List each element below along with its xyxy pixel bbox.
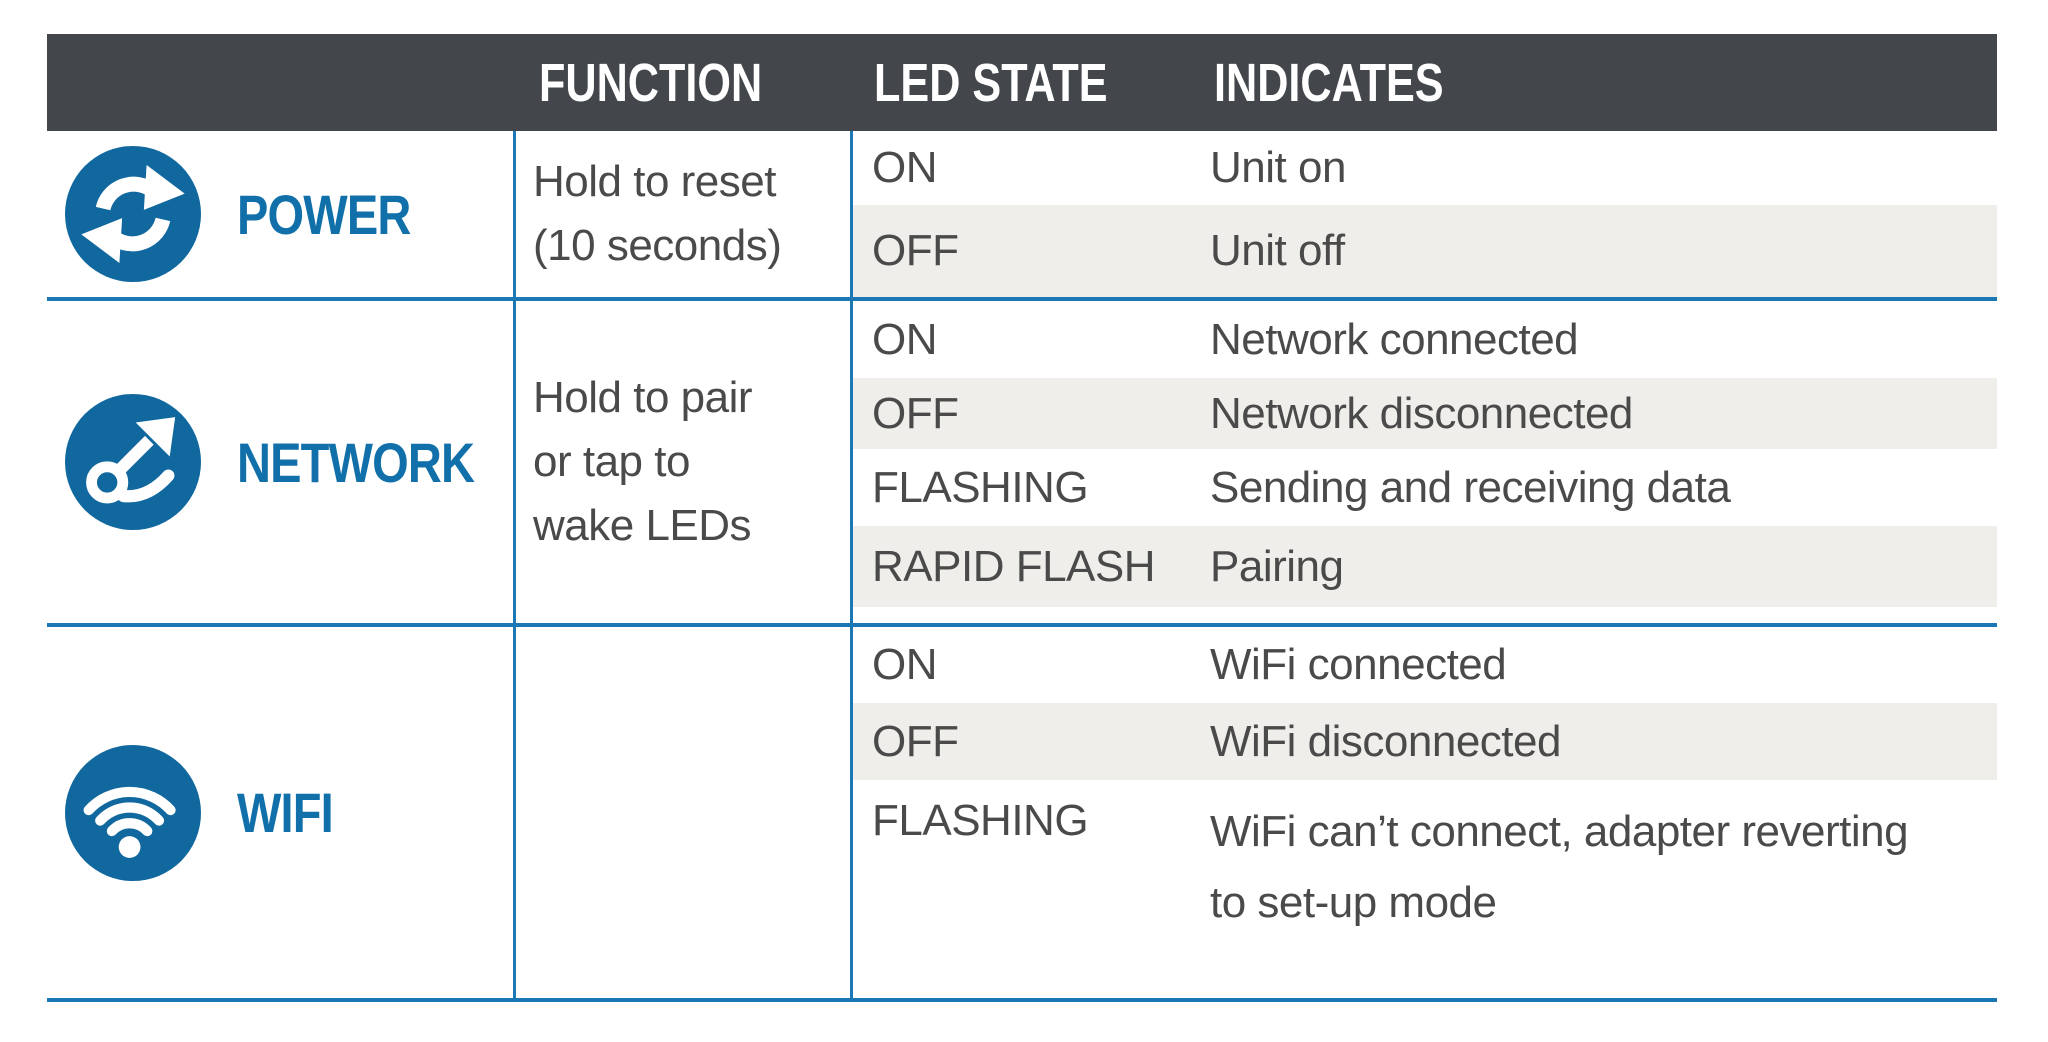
led-row: OFF Unit off: [852, 205, 1997, 297]
led-state-value: ON: [872, 143, 938, 192]
indicates-value: WiFi connected: [1210, 640, 1507, 690]
indicates-value: Sending and receiving data: [1210, 462, 1731, 512]
led-row: RAPID FLASH Pairing: [852, 526, 1997, 607]
wifi-icon: [65, 744, 201, 881]
led-row: OFF Network disconnected: [852, 378, 1997, 449]
network-cell: NETWORK: [47, 301, 515, 623]
indicates-value: Pairing: [1210, 541, 1344, 591]
column-header-function-label: FUNCTION: [539, 52, 763, 113]
section-wifi: WIFI ON WiFi connected OFF WiFi disconne…: [47, 627, 1997, 1002]
power-function-cell: Hold to reset (10 seconds): [533, 157, 782, 270]
power-cell: POWER: [47, 131, 515, 297]
network-function-cell: Hold to pair or tap to wake LEDs: [533, 373, 753, 550]
led-row: FLASHING Sending and receiving data: [852, 449, 1997, 526]
power-label: POWER: [237, 182, 411, 246]
led-state-value: ON: [872, 640, 938, 689]
led-state-value: OFF: [872, 716, 959, 766]
section-network: NETWORK Hold to pair or tap to wake LEDs…: [47, 301, 1997, 627]
column-divider-line: [513, 131, 516, 297]
row-spacer: [852, 607, 1997, 623]
led-row: ON Unit on: [852, 131, 1997, 205]
indicates-value: Unit on: [1210, 143, 1346, 193]
led-state-value: RAPID FLASH: [872, 541, 1156, 591]
power-cycle-icon: [65, 146, 201, 282]
column-header-indicates-label: INDICATES: [1214, 52, 1444, 113]
led-row: ON Network connected: [852, 301, 1997, 378]
column-divider-line: [850, 627, 853, 998]
indicates-value: Network connected: [1210, 314, 1579, 364]
network-pairing-icon: [65, 394, 201, 530]
column-divider-line: [513, 627, 516, 998]
column-divider-line: [513, 301, 516, 623]
indicates-value: WiFi can’t connect, adapter reverting to…: [1210, 807, 1909, 928]
power-led-rows: ON Unit on OFF Unit off: [852, 131, 1997, 297]
led-state-value: FLASHING: [872, 462, 1089, 512]
section-power: POWER Hold to reset (10 seconds) ON Unit…: [47, 131, 1997, 301]
column-header-indicates: INDICATES: [1214, 34, 1501, 131]
led-state-value: OFF: [872, 226, 959, 275]
indicates-value: WiFi disconnected: [1210, 716, 1561, 766]
network-led-rows: ON Network connected OFF Network disconn…: [852, 301, 1997, 623]
led-state-value: OFF: [872, 388, 959, 438]
led-state-value: ON: [872, 314, 938, 364]
network-label: NETWORK: [237, 430, 475, 494]
led-row: FLASHING WiFi can’t connect, adapter rev…: [852, 780, 1997, 956]
column-header-led-state: LED STATE: [874, 34, 1166, 131]
led-status-table: FUNCTION LED STATE INDICATES POWER Hold …: [47, 34, 1997, 1002]
table-header-row: FUNCTION LED STATE INDICATES: [47, 34, 1997, 131]
wifi-function-cell: [515, 627, 852, 998]
column-divider-line: [850, 131, 853, 297]
wifi-cell: WIFI: [47, 627, 515, 998]
led-state-value: FLASHING: [872, 796, 1089, 845]
wifi-led-rows: ON WiFi connected OFF WiFi disconnected …: [852, 627, 1997, 998]
led-row: OFF WiFi disconnected: [852, 703, 1997, 780]
led-row: ON WiFi connected: [852, 627, 1997, 703]
column-header-function: FUNCTION: [539, 34, 818, 131]
column-divider-line: [850, 301, 853, 623]
column-header-led-state-label: LED STATE: [874, 52, 1108, 113]
wifi-label: WIFI: [237, 781, 334, 844]
indicates-value: Unit off: [1210, 226, 1345, 276]
indicates-value: Network disconnected: [1210, 389, 1633, 438]
